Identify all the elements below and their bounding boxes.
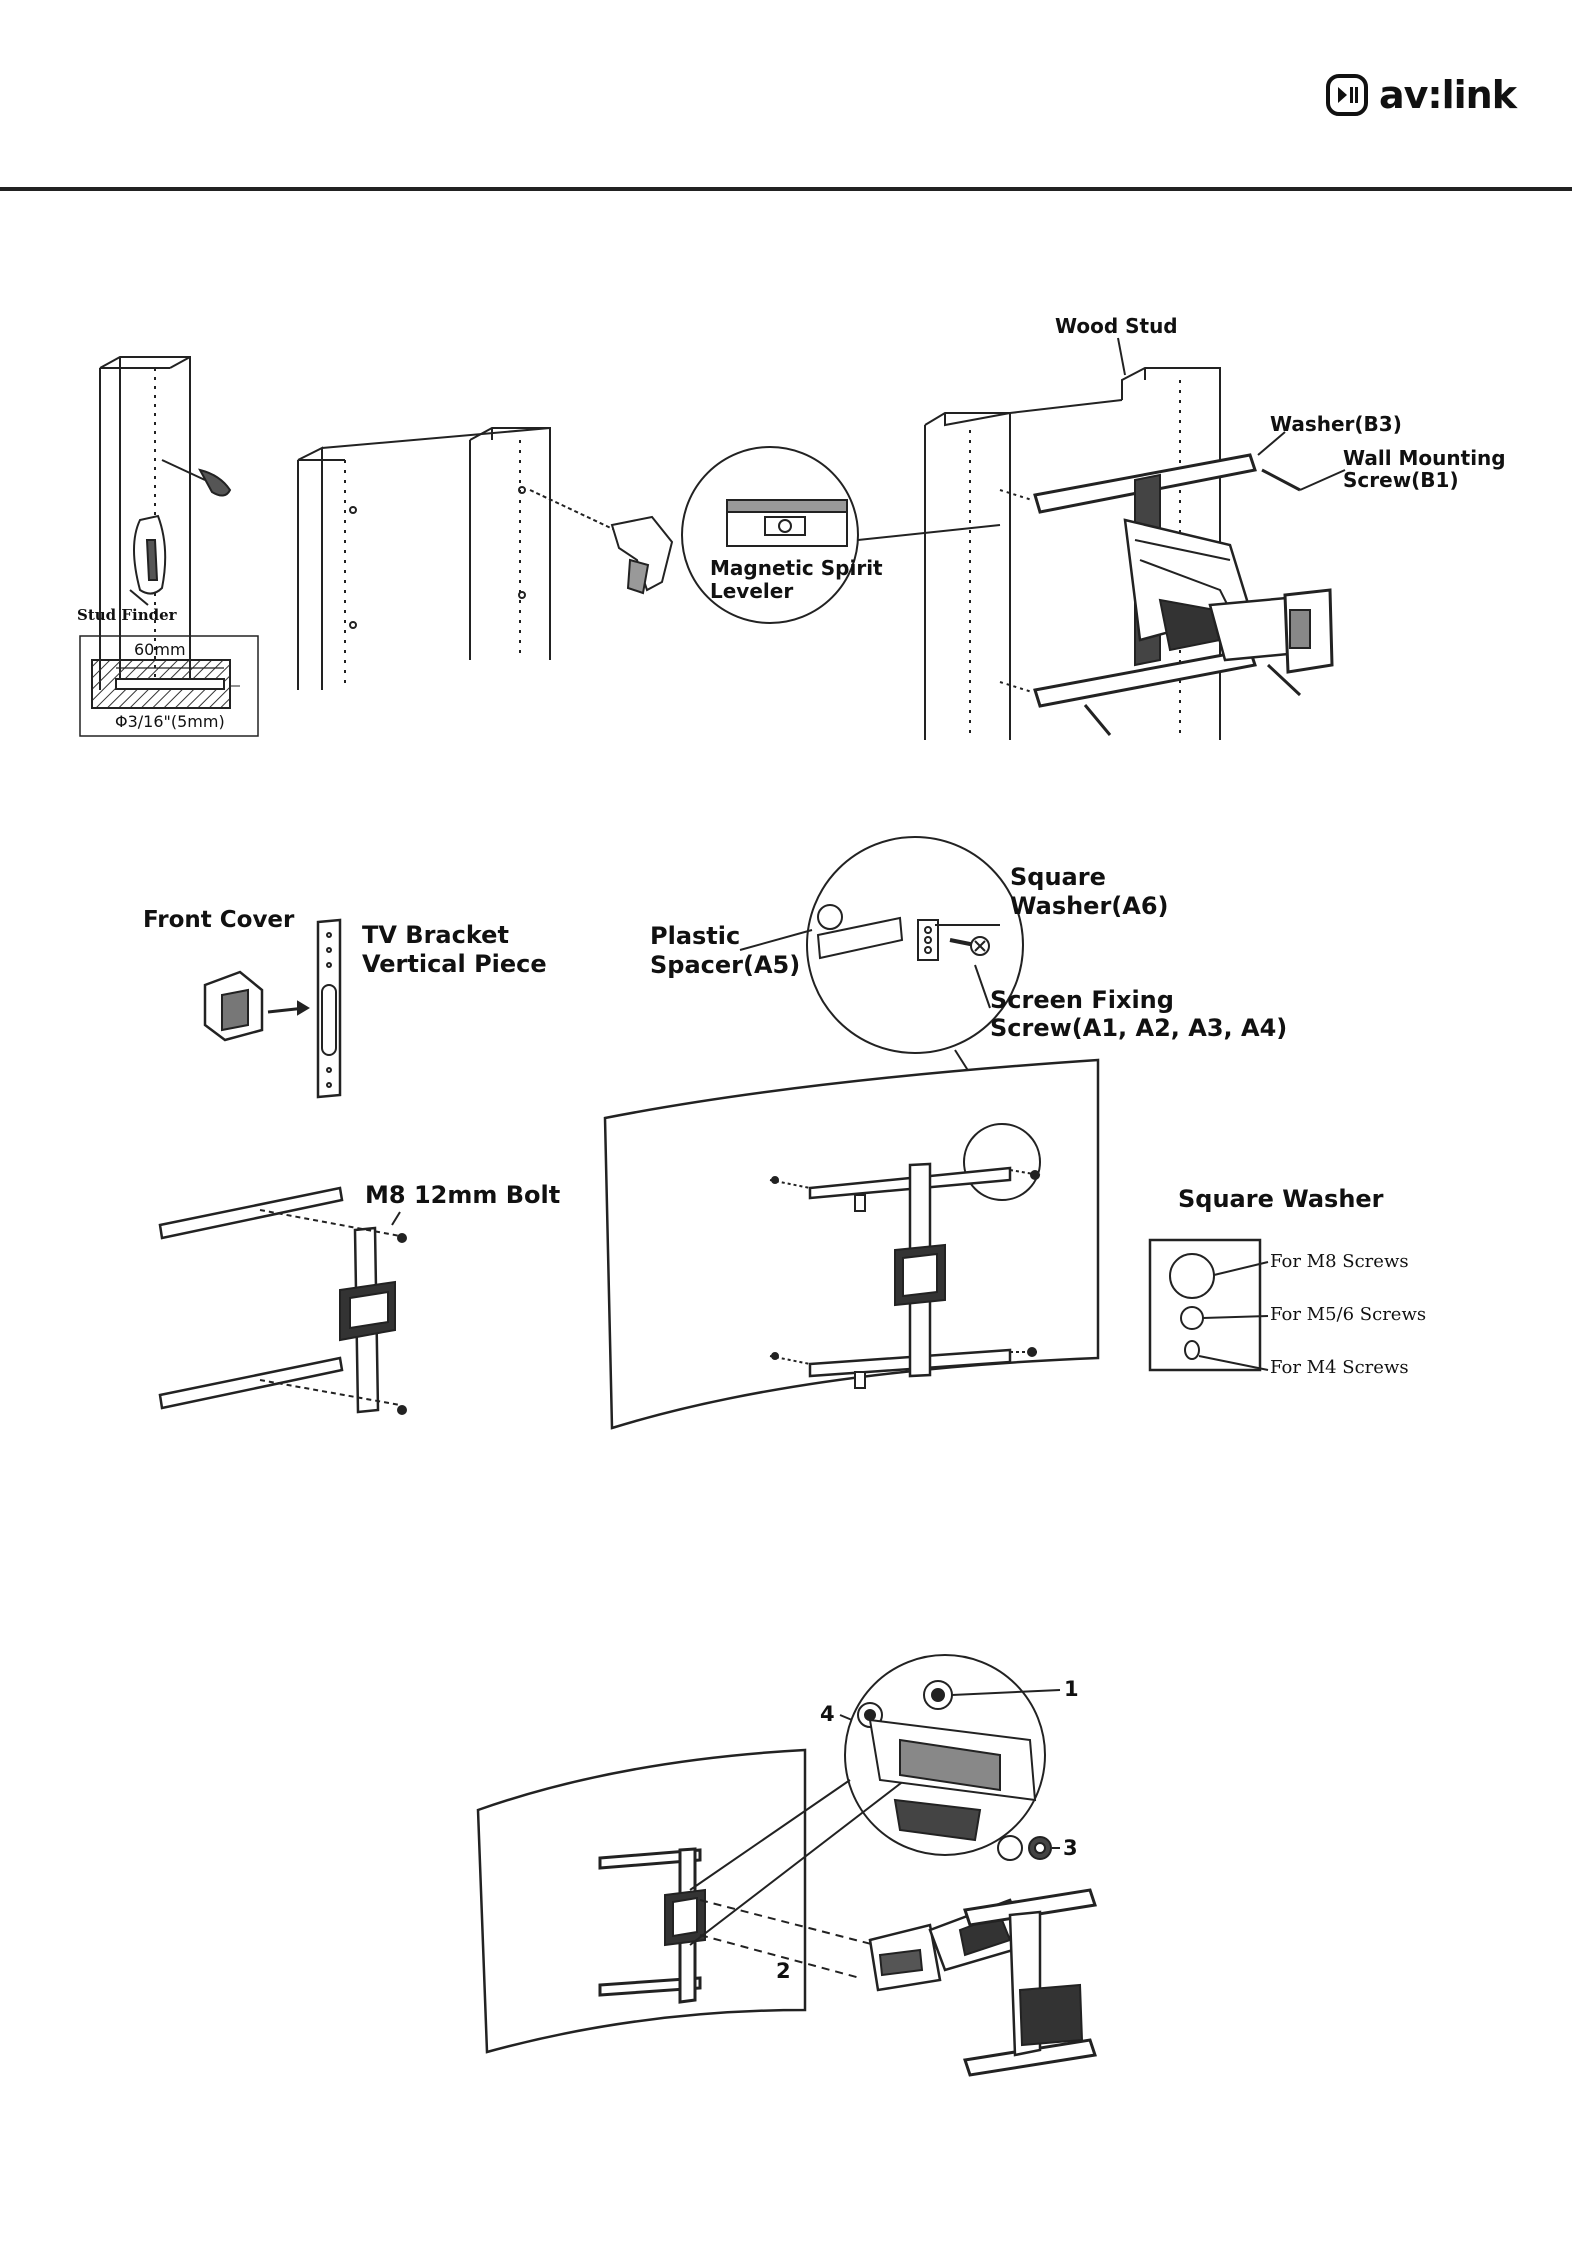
wall-mount-arm-illustration bbox=[925, 338, 1345, 740]
square-washer-label-1: Square bbox=[1010, 864, 1106, 890]
callout-4: 4 bbox=[820, 1703, 835, 1726]
callout-1: 1 bbox=[1064, 1678, 1079, 1701]
tv-bracket-label-2: Vertical Piece bbox=[362, 951, 547, 977]
drill-size-label: Φ3/16"(5mm) bbox=[115, 713, 225, 731]
screen-screw-label-1: Screen Fixing bbox=[990, 987, 1174, 1013]
screen-screw-label-2: Screw(A1, A2, A3, A4) bbox=[990, 1015, 1287, 1041]
leveler-label-2: Leveler bbox=[710, 580, 793, 602]
wall-screw-label-2: Screw(B1) bbox=[1343, 469, 1459, 491]
leveler-label-1: Magnetic Spirit bbox=[710, 557, 883, 579]
bolt-detail-magnifier bbox=[840, 1655, 1060, 1860]
wood-stud-label: Wood Stud bbox=[1055, 315, 1178, 337]
tv-bracket-assembly-illustration bbox=[160, 1188, 406, 1414]
square-washer-diagram bbox=[1150, 1240, 1268, 1370]
final-mount-illustration bbox=[478, 1750, 905, 2052]
washer-b3-label: Washer(B3) bbox=[1270, 413, 1402, 435]
washer-m56-label: For M5/6 Screws bbox=[1270, 1305, 1426, 1325]
front-cover-label: Front Cover bbox=[143, 908, 294, 933]
square-washer-label-2: Washer(A6) bbox=[1010, 893, 1169, 919]
callout-3: 3 bbox=[1063, 1837, 1078, 1860]
tv-bracket-vertical-piece bbox=[318, 920, 340, 1097]
plastic-spacer-label-2: Spacer(A5) bbox=[650, 952, 800, 978]
wall-screw-label-1: Wall Mounting bbox=[1343, 447, 1506, 469]
front-cover-illustration bbox=[205, 972, 308, 1040]
plastic-spacer-label-1: Plastic bbox=[650, 923, 740, 949]
wall-plate-arm-fig3 bbox=[870, 1890, 1095, 2075]
stud-finder-label: Stud Finder bbox=[77, 607, 177, 624]
tv-bracket-label-1: TV Bracket bbox=[362, 922, 509, 948]
square-washer-title: Square Washer bbox=[1178, 1186, 1384, 1212]
washer-m4-label: For M4 Screws bbox=[1270, 1358, 1409, 1378]
curved-tv-back-illustration bbox=[605, 1060, 1098, 1428]
callout-2: 2 bbox=[776, 1960, 791, 1983]
m8-bolt-label: M8 12mm Bolt bbox=[365, 1182, 560, 1208]
washer-m8-label: For M8 Screws bbox=[1270, 1252, 1409, 1272]
width-dimension-label: 60mm bbox=[134, 641, 186, 659]
wall-frame-drill-illustration bbox=[298, 428, 672, 690]
